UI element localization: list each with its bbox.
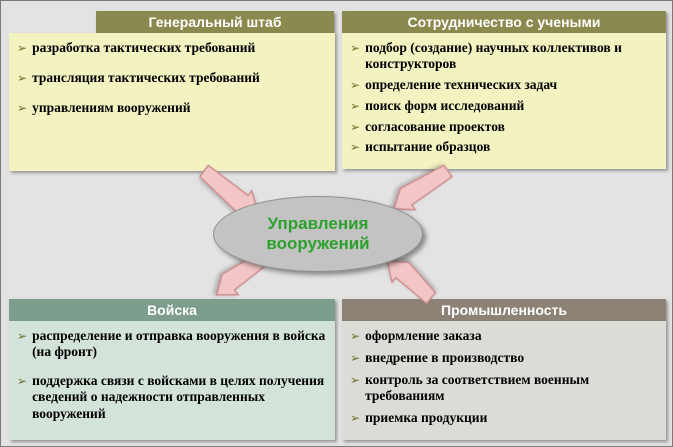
center-title-line2: вооружений [266,234,370,253]
list-item-text: управлениям вооружений [32,99,191,115]
general-staff-body: ➢ разработка тактических требований ➢ тр… [9,33,335,171]
list-item-text: распределение и отправка вооружения в во… [32,328,326,360]
center-title-line1: Управления [267,214,369,234]
troops-body: ➢ распределение и отправка вооружения в … [9,321,335,440]
list-item-text: внедрение в производство [365,349,525,365]
list-item-text: трансляция тактических требований [32,69,260,85]
list-item: ➢ поиск форм исследований [350,98,662,115]
scientists-header: Сотрудничество с учеными [342,11,666,33]
list-item: ➢ согласование проектов [350,119,662,136]
list-item: ➢ поддержка связи с войсками в целях пол… [17,373,331,422]
general-staff-header: Генеральный штаб [96,11,334,33]
list-item: ➢ испытание образцов [350,139,662,156]
list-item-text: разработка тактических требований [32,40,256,55]
arrow-bullet-icon: ➢ [17,70,28,85]
list-item: ➢ подбор (создание) научных коллективов … [350,40,662,73]
industry-header: Промышленность [342,299,666,321]
list-item: ➢ разработка тактических требований [17,40,331,57]
arrow-bullet-icon: ➢ [350,350,361,365]
list-item-text: испытание образцов [365,139,491,155]
list-item-text: приемка продукции [365,409,488,425]
scientists-body: ➢ подбор (создание) научных коллективов … [342,33,666,169]
list-item-text: контроль за соответствием военным требов… [365,371,590,404]
arrow-bullet-icon: ➢ [350,41,361,55]
arrow-bullet-icon: ➢ [17,373,28,388]
arrow-bullet-icon: ➢ [17,329,28,343]
troops-title: Войска [147,302,197,318]
list-item: ➢ определение технических задач [350,77,662,94]
list-item: ➢ управлениям вооружений [17,100,331,117]
list-item: ➢ приемка продукции [350,410,662,427]
list-item-text: поиск форм исследований [365,97,525,113]
scientists-title: Сотрудничество с учеными [407,14,601,30]
list-item: ➢ контроль за соответствием военным треб… [350,372,662,405]
list-item-text: определение технических задач [365,76,558,92]
arrow-bullet-icon: ➢ [350,140,361,155]
list-item: ➢ распределение и отправка вооружения в … [17,328,331,361]
list-item-text: подбор (создание) научных коллективов и … [365,40,622,72]
list-item: ➢ внедрение в производство [350,350,662,367]
industry-title: Промышленность [441,302,567,318]
arrow-bullet-icon: ➢ [17,41,28,55]
list-item-text: согласование проектов [365,118,505,134]
general-staff-title: Генеральный штаб [148,14,282,30]
arrow-bullet-icon: ➢ [350,329,361,343]
arrow-bullet-icon: ➢ [350,98,361,113]
arrow-bullet-icon: ➢ [350,77,361,92]
troops-header: Войска [9,299,335,321]
list-item: ➢ оформление заказа [350,328,662,345]
arrow-bullet-icon: ➢ [350,410,361,425]
center-ellipse: Управления вооружений [213,196,423,272]
list-item-text: поддержка связи с войсками в целях получ… [32,372,325,421]
arrow-bullet-icon: ➢ [17,100,28,115]
list-item-text: оформление заказа [365,328,482,343]
arrow-bullet-icon: ➢ [350,119,361,134]
arrow-bullet-icon: ➢ [350,372,361,387]
list-item: ➢ трансляция тактических требований [17,70,331,87]
industry-body: ➢ оформление заказа ➢ внедрение в произв… [342,321,666,440]
